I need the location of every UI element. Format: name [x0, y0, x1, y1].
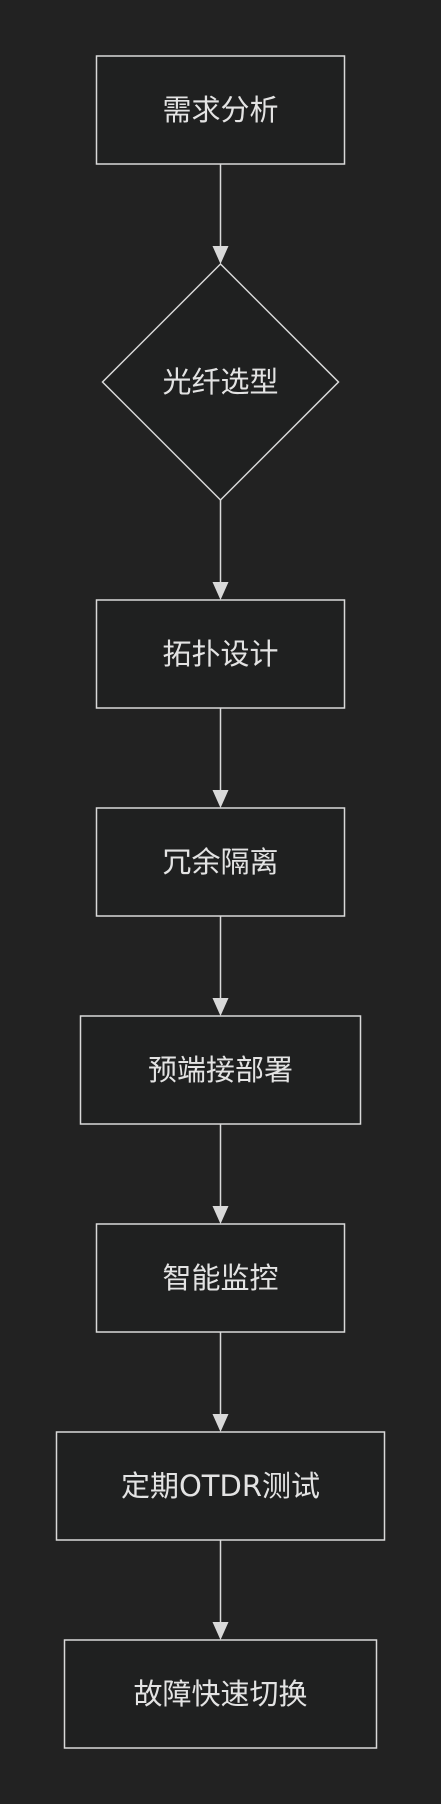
node-fault-fast-switching: 故障快速切换: [63, 1639, 378, 1749]
redundancy-isolation-shape: [95, 807, 346, 917]
arrow-head: [212, 582, 229, 600]
pre-termination-deployment-label: 预端接部署: [148, 1053, 293, 1087]
edges: [212, 164, 229, 1640]
arrow-head: [212, 246, 229, 264]
edge-periodic-otdr-testing-to-fault-fast-switching: [212, 1540, 229, 1640]
node-topology-design: 拓扑设计: [95, 599, 346, 709]
fault-fast-switching-shape: [63, 1639, 378, 1749]
edge-requirements-analysis-to-fiber-selection: [212, 164, 229, 264]
edge-pre-termination-deployment-to-smart-monitoring: [212, 1124, 229, 1224]
node-requirements-analysis: 需求分析: [95, 55, 346, 165]
node-redundancy-isolation: 冗余隔离: [95, 807, 346, 917]
node-fiber-selection: 光纤选型: [101, 262, 340, 502]
fiber-selection-label: 光纤选型: [162, 365, 278, 399]
node-smart-monitoring: 智能监控: [95, 1223, 346, 1333]
arrow-head: [212, 790, 229, 808]
periodic-otdr-testing-shape: [55, 1431, 386, 1541]
edge-smart-monitoring-to-periodic-otdr-testing: [212, 1332, 229, 1432]
arrow-head: [212, 998, 229, 1016]
redundancy-isolation-label: 冗余隔离: [162, 845, 278, 879]
edge-redundancy-isolation-to-pre-termination-deployment: [212, 916, 229, 1016]
node-periodic-otdr-testing: 定期OTDR测试: [55, 1431, 386, 1541]
arrow-head: [212, 1414, 229, 1432]
periodic-otdr-testing-label: 定期OTDR测试: [121, 1469, 320, 1503]
requirements-analysis-shape: [95, 55, 346, 165]
edge-fiber-selection-to-topology-design: [212, 500, 229, 600]
node-pre-termination-deployment: 预端接部署: [79, 1015, 362, 1125]
topology-design-shape: [95, 599, 346, 709]
smart-monitoring-label: 智能监控: [162, 1261, 278, 1295]
topology-design-label: 拓扑设计: [162, 637, 278, 671]
arrow-head: [212, 1206, 229, 1224]
requirements-analysis-label: 需求分析: [162, 93, 278, 127]
smart-monitoring-shape: [95, 1223, 346, 1333]
fault-fast-switching-label: 故障快速切换: [133, 1677, 307, 1711]
arrow-head: [212, 1622, 229, 1640]
pre-termination-deployment-shape: [79, 1015, 362, 1125]
fiber-selection-shape: [101, 262, 340, 502]
edge-topology-design-to-redundancy-isolation: [212, 708, 229, 808]
